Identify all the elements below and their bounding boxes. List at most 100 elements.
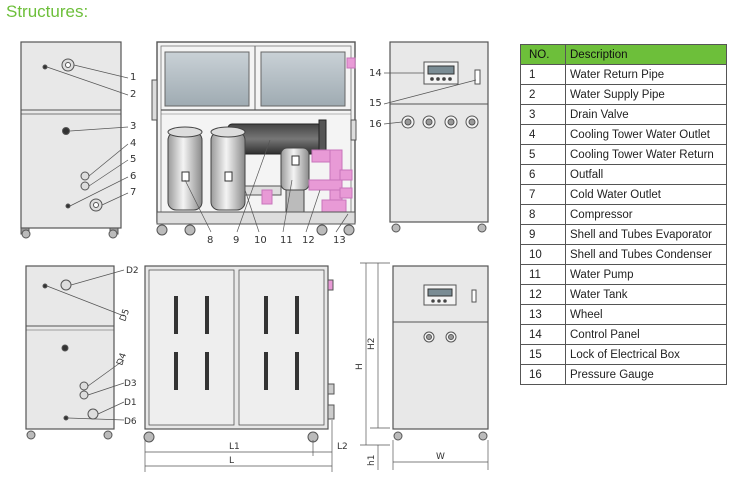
- legend-header-desc: Description: [565, 44, 727, 65]
- legend-no: 12: [520, 284, 566, 305]
- legend-desc: Shell and Tubes Evaporator: [565, 224, 727, 245]
- legend-desc: Cooling Tower Water Return: [565, 144, 727, 165]
- callout-15: 15: [369, 98, 382, 109]
- interior-view: [151, 41, 357, 236]
- callout-11: 11: [280, 235, 293, 246]
- side-view-bottom: [25, 265, 115, 440]
- callout-5: 5: [130, 154, 136, 165]
- front-view-top: [389, 41, 489, 233]
- height-dims: [360, 262, 390, 470]
- legend-desc: Pressure Gauge: [565, 364, 727, 385]
- legend-no: 8: [520, 204, 566, 225]
- dim-w: W: [436, 452, 445, 462]
- legend-no: 11: [520, 264, 566, 285]
- legend-desc: Drain Valve: [565, 104, 727, 125]
- section-title: Structures:: [6, 2, 89, 21]
- legend-desc: Outfall: [565, 164, 727, 185]
- legend-no: 10: [520, 244, 566, 265]
- dim-d1: D1: [124, 398, 137, 408]
- callout-1: 1: [130, 72, 136, 83]
- legend-desc: Cold Water Outlet: [565, 184, 727, 205]
- legend-no: 4: [520, 124, 566, 145]
- side-view-top: [20, 41, 122, 239]
- dim-l1: L1: [229, 442, 240, 452]
- legend-header-no: NO.: [520, 44, 566, 65]
- dim-d4: D4: [115, 351, 129, 367]
- callout-4: 4: [130, 138, 136, 149]
- callout-16: 16: [369, 119, 382, 130]
- front-top-leaders: [383, 72, 477, 125]
- legend-no: 2: [520, 84, 566, 105]
- legend-no: 9: [520, 224, 566, 245]
- front-doors-dim-labels: L1 L L2: [229, 442, 348, 466]
- legend-desc: Water Pump: [565, 264, 727, 285]
- callout-12: 12: [302, 235, 315, 246]
- callout-2: 2: [130, 89, 136, 100]
- side-bottom-dim-labels: D2 D5 D4 D3 D1 D6: [115, 266, 138, 427]
- front-doors-dims: [144, 420, 333, 472]
- height-dim-labels: H H2 h1: [355, 338, 377, 467]
- legend-desc: Water Supply Pipe: [565, 84, 727, 105]
- callout-7: 7: [130, 187, 136, 198]
- front-doors-view: [143, 265, 335, 443]
- legend-no: 3: [520, 104, 566, 125]
- legend-desc: Lock of Electrical Box: [565, 344, 727, 365]
- legend-no: 5: [520, 144, 566, 165]
- callout-9: 9: [233, 235, 239, 246]
- dim-h: H: [355, 363, 365, 370]
- side-view-leaders: [46, 64, 129, 207]
- callout-10: 10: [254, 235, 267, 246]
- dim-d3: D3: [124, 379, 137, 389]
- dim-h1: h1: [367, 455, 377, 466]
- side-view-numbers: 1 2 3 4 5 6 7: [130, 72, 136, 198]
- interior-numbers: 8 9 10 11 12 13: [207, 235, 346, 246]
- dim-l2: L2: [337, 442, 348, 452]
- callout-13: 13: [333, 235, 346, 246]
- dim-d6: D6: [124, 417, 137, 427]
- legend-desc: Control Panel: [565, 324, 727, 345]
- interior-leaders: [184, 139, 349, 233]
- callout-8: 8: [207, 235, 213, 246]
- legend-desc: Water Return Pipe: [565, 64, 727, 85]
- legend-desc: Shell and Tubes Condenser: [565, 244, 727, 265]
- front-bottom-dims: [392, 440, 489, 470]
- legend-no: 16: [520, 364, 566, 385]
- callout-3: 3: [130, 121, 136, 132]
- dim-l: L: [229, 456, 234, 466]
- vent-slots: [174, 296, 299, 390]
- legend-no: 13: [520, 304, 566, 325]
- callout-14: 14: [369, 68, 382, 79]
- callout-6: 6: [130, 171, 136, 182]
- legend-no: 14: [520, 324, 566, 345]
- legend-no: 6: [520, 164, 566, 185]
- legend-no: 1: [520, 64, 566, 85]
- front-view-bottom: [392, 265, 489, 441]
- legend-header-row: NO. Description: [520, 44, 727, 65]
- dim-h2: H2: [367, 338, 377, 351]
- legend-desc: Water Tank: [565, 284, 727, 305]
- legend-desc: Wheel: [565, 304, 727, 325]
- side-bottom-leaders: [46, 269, 125, 421]
- legend-desc: Compressor: [565, 204, 727, 225]
- legend-desc: Cooling Tower Water Outlet: [565, 124, 727, 145]
- dim-d5: D5: [118, 308, 132, 323]
- legend-no: 15: [520, 344, 566, 365]
